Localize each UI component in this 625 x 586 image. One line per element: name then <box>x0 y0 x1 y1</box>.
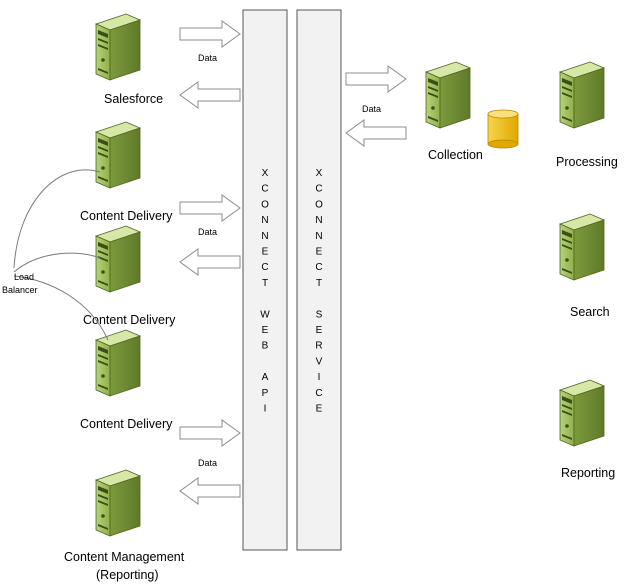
web_api-letter: I <box>264 404 267 415</box>
xconnect-service-column <box>296 9 342 551</box>
web_api-letter: E <box>262 325 269 336</box>
processing-label: Processing <box>556 155 618 169</box>
collection-server-icon <box>425 61 471 129</box>
web_api-letter: N <box>261 231 268 242</box>
api-to-cd-arrow-left-icon <box>179 248 241 276</box>
content-management-sublabel: (Reporting) <box>96 568 159 582</box>
service-letter: X <box>316 168 323 179</box>
processing-server-icon <box>559 61 605 129</box>
load-balancer-connectors <box>13 169 109 341</box>
xconnect-web-api-column <box>242 9 288 551</box>
content-management-server-icon <box>95 469 141 537</box>
service-to-collection-arrow-right-icon <box>345 65 407 93</box>
service-letter: O <box>315 199 323 210</box>
web_api-letter: B <box>262 341 269 352</box>
web_api-letter: A <box>262 372 269 383</box>
load-balancer-label-line2: Balancer <box>2 285 38 295</box>
service-letter: T <box>316 278 322 289</box>
service-letter: E <box>316 404 323 415</box>
service-letter: C <box>315 262 322 273</box>
service-letter: E <box>316 325 323 336</box>
content-delivery-1-server-icon <box>95 121 141 189</box>
cm-to-api-arrow-right-icon <box>179 419 241 447</box>
load-balancer-label-line1: Load <box>14 272 34 282</box>
content-delivery-2-server-icon <box>95 225 141 293</box>
search-label: Search <box>570 305 610 319</box>
service-letter: E <box>316 247 323 258</box>
web_api-letter: O <box>261 199 269 210</box>
service-letter: N <box>315 215 322 226</box>
web_api-letter: X <box>262 168 269 179</box>
api-to-salesforce-arrow-left-icon <box>179 81 241 109</box>
cd-data-label: Data <box>198 227 217 237</box>
content-delivery-3-server-icon <box>95 329 141 397</box>
content-delivery-3-label: Content Delivery <box>80 417 173 431</box>
service-letter: N <box>315 231 322 242</box>
web_api-letter: T <box>262 278 268 289</box>
database-icon <box>487 109 519 149</box>
cm-data-label: Data <box>198 458 217 468</box>
web_api-letter: P <box>262 388 269 399</box>
service-letter: R <box>315 341 322 352</box>
reporting-label: Reporting <box>561 466 615 480</box>
web_api-letter: W <box>260 309 270 320</box>
content-management-label: Content Management <box>64 550 185 564</box>
content-delivery-2-label: Content Delivery <box>83 313 176 327</box>
collection-label: Collection <box>428 148 483 162</box>
api-to-cm-arrow-left-icon <box>179 477 241 505</box>
web_api-letter: C <box>261 262 268 273</box>
web_api-letter: N <box>261 215 268 226</box>
service-letter: C <box>315 388 322 399</box>
salesforce-data-label: Data <box>198 53 217 63</box>
salesforce-server-icon <box>95 13 141 81</box>
service-letter: C <box>315 184 322 195</box>
search-server-icon <box>559 213 605 281</box>
salesforce-label: Salesforce <box>104 92 163 106</box>
cd-to-api-arrow-right-icon <box>179 194 241 222</box>
collection-data-label: Data <box>362 104 381 114</box>
reporting-server-icon <box>559 379 605 447</box>
salesforce-to-api-arrow-right-icon <box>179 20 241 48</box>
service-letter: S <box>316 309 323 320</box>
web_api-letter: E <box>262 247 269 258</box>
content-delivery-1-label: Content Delivery <box>80 209 173 223</box>
web_api-letter: C <box>261 184 268 195</box>
service-letter: V <box>316 356 323 367</box>
collection-to-service-arrow-left-icon <box>345 119 407 147</box>
service-letter: I <box>318 372 321 383</box>
